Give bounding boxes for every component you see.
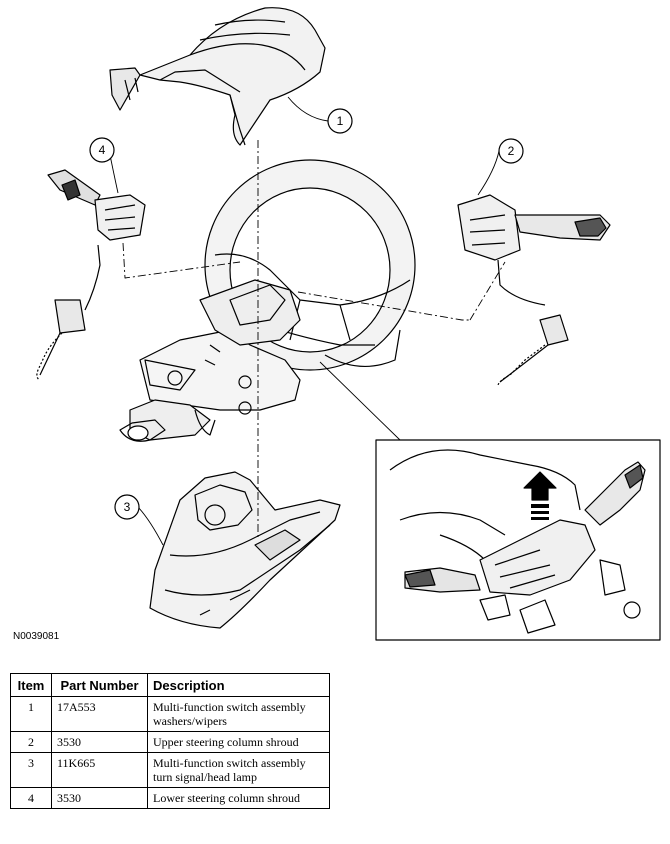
table-row: 4 3530 Lower steering column shroud xyxy=(10,787,330,809)
cell-part-number: 17A553 xyxy=(51,696,148,732)
cell-item: 3 xyxy=(10,752,52,788)
upward-arrow-icon xyxy=(523,471,557,520)
table-row: 3 11K665 Multi-function switch assembly … xyxy=(10,752,330,788)
lower-shroud xyxy=(149,471,341,629)
header-part-number: Part Number xyxy=(51,673,148,697)
callout-2-label: 2 xyxy=(508,144,515,158)
leader-lines xyxy=(108,96,500,546)
cell-item: 2 xyxy=(10,731,52,753)
header-item: Item xyxy=(10,673,52,697)
upper-shroud xyxy=(109,7,326,146)
callout-1-label: 1 xyxy=(337,114,344,128)
right-connector xyxy=(497,314,569,386)
cell-part-number: 3530 xyxy=(51,787,148,809)
cell-description: Lower steering column shroud xyxy=(147,787,330,809)
table-row: 1 17A553 Multi-function switch assembly … xyxy=(10,696,330,732)
center-lines xyxy=(122,140,506,540)
cell-description: Multi-function switch assembly turn sign… xyxy=(147,752,330,788)
exploded-diagram: 1 2 3 4 xyxy=(36,7,661,641)
cell-part-number: 11K665 xyxy=(51,752,148,788)
cell-item: 1 xyxy=(10,696,52,732)
callout-4: 4 xyxy=(89,137,115,163)
callout-4-label: 4 xyxy=(99,143,106,157)
left-switch xyxy=(47,169,146,311)
cell-description: Upper steering column shroud xyxy=(147,731,330,753)
detail-inset xyxy=(375,439,661,641)
left-connector xyxy=(36,299,86,381)
cell-item: 4 xyxy=(10,787,52,809)
parts-table: Item Part Number Description 1 17A553 Mu… xyxy=(10,673,330,809)
header-description: Description xyxy=(147,673,330,697)
table-header-row: Item Part Number Description xyxy=(10,673,330,697)
callout-3: 3 xyxy=(114,494,140,520)
figure-id: N0039081 xyxy=(13,631,60,642)
callout-3-label: 3 xyxy=(124,500,131,514)
callout-2: 2 xyxy=(498,138,524,164)
cell-description: Multi-function switch assembly washers/w… xyxy=(147,696,330,732)
right-switch xyxy=(457,194,611,306)
cell-part-number: 3530 xyxy=(51,731,148,753)
callout-1: 1 xyxy=(327,108,353,134)
steering-column xyxy=(119,279,301,442)
table-row: 2 3530 Upper steering column shroud xyxy=(10,731,330,753)
